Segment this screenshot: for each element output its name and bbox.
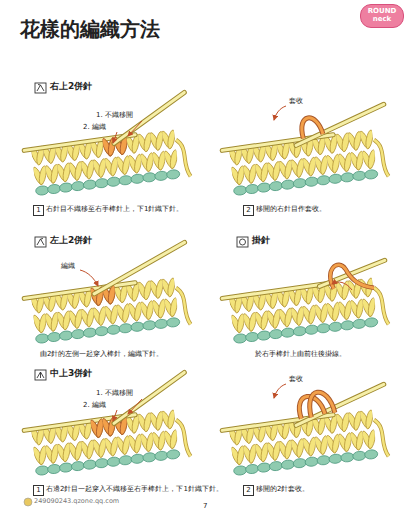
knit-symbol-center-decrease	[35, 370, 46, 380]
knitting-illustration	[109, 372, 190, 423]
leader-arrow	[128, 399, 142, 414]
leader-label: 套收	[288, 375, 304, 383]
leader-arrow	[113, 132, 117, 143]
knitting-illustration	[292, 104, 387, 145]
knitting-illustration	[219, 104, 393, 196]
knit-symbol-right-decrease	[35, 83, 46, 93]
knit-symbol-yarn-over	[237, 237, 248, 247]
knitting-illustration	[292, 384, 387, 425]
knitting-illustration	[300, 116, 323, 138]
knitting-illustration	[109, 372, 190, 423]
leader-arrow	[274, 106, 286, 120]
section-heading: 右上2併針	[50, 81, 92, 91]
step-caption: 右針目不織移至右手棒針上，下1針織下針。	[46, 205, 221, 213]
knit-symbol-left-decrease	[35, 237, 46, 247]
section-heading: 中上3併針	[50, 368, 92, 378]
knit-symbol-center-decrease	[35, 370, 46, 380]
step-caption: 右邊2針目一起穿入不織移至右手棒針上，下1針織下針。	[46, 485, 240, 493]
knitting-illustration	[222, 408, 389, 477]
leader-label: 2. 編織	[82, 123, 107, 131]
leader-label: 套收	[288, 97, 304, 105]
step-number: 1	[33, 205, 44, 216]
knitting-illustration	[20, 92, 195, 196]
step-number: 2	[243, 205, 254, 216]
step-caption: 移開的2針套收。	[256, 485, 401, 493]
leader-label: 1. 不織移開	[95, 111, 134, 119]
section-heading: 掛針	[252, 235, 270, 245]
knitting-illustration	[222, 128, 389, 197]
step-caption: 移開的右針目作套收。	[256, 205, 401, 213]
watermark-icon	[24, 498, 32, 506]
knitting-illustration	[308, 390, 335, 417]
knitting-illustration	[292, 104, 387, 145]
badge-text: ROUND neck	[367, 8, 397, 23]
knit-symbol-right-decrease	[37, 85, 44, 92]
section-badge: ROUND neck	[360, 4, 404, 28]
knit-symbol-yarn-over	[237, 237, 248, 247]
leader-arrow	[128, 121, 142, 136]
knitting-illustration	[292, 384, 387, 425]
knit-symbol-right-decrease	[35, 83, 46, 93]
knitting-illustration	[317, 260, 387, 286]
leader-arrow	[113, 410, 117, 421]
leader-label: 編織	[60, 262, 76, 270]
step-number-text: 1	[36, 487, 40, 494]
section-heading: 左上2併針	[50, 235, 92, 245]
step-number-text: 2	[246, 207, 250, 214]
knit-symbol-left-decrease	[37, 239, 44, 246]
knit-symbol-left-decrease	[35, 237, 46, 247]
step-number-text: 1	[36, 207, 40, 214]
knitting-illustration	[308, 390, 335, 417]
step-number-text: 2	[246, 487, 250, 494]
knitting-illustration	[317, 260, 387, 286]
page-title: 花樣的編織方法	[20, 18, 160, 41]
knitting-illustration	[20, 372, 195, 476]
leader-arrow	[80, 270, 98, 286]
leader-arrow	[274, 384, 286, 398]
leader-label: 1. 不織移開	[95, 389, 134, 397]
knit-symbol-yarn-over	[240, 239, 246, 245]
page-number: 7	[203, 502, 207, 510]
leader-arrow	[332, 282, 352, 290]
knitting-illustration	[300, 116, 323, 138]
step-caption: 於右手棒針上由前往後掛線。	[255, 350, 405, 358]
knitting-illustration	[89, 242, 189, 293]
leader-label: 2. 編織	[82, 401, 107, 409]
knit-symbol-center-decrease	[37, 372, 44, 378]
knitting-illustration	[24, 408, 191, 477]
knitting-illustration	[329, 261, 374, 293]
step-number: 2	[243, 485, 254, 496]
knitting-illustration	[329, 261, 374, 293]
step-caption: 由2針的左側一起穿入棒針，編織下針。	[40, 350, 225, 358]
knitting-illustration	[89, 242, 189, 293]
knitting-illustration	[20, 242, 195, 344]
step-number: 1	[33, 485, 44, 496]
knitting-illustration	[24, 128, 191, 197]
watermark: 249090243.qzone.qq.com	[34, 498, 119, 505]
knitting-illustration	[220, 259, 393, 344]
knitting-illustration	[219, 384, 393, 476]
